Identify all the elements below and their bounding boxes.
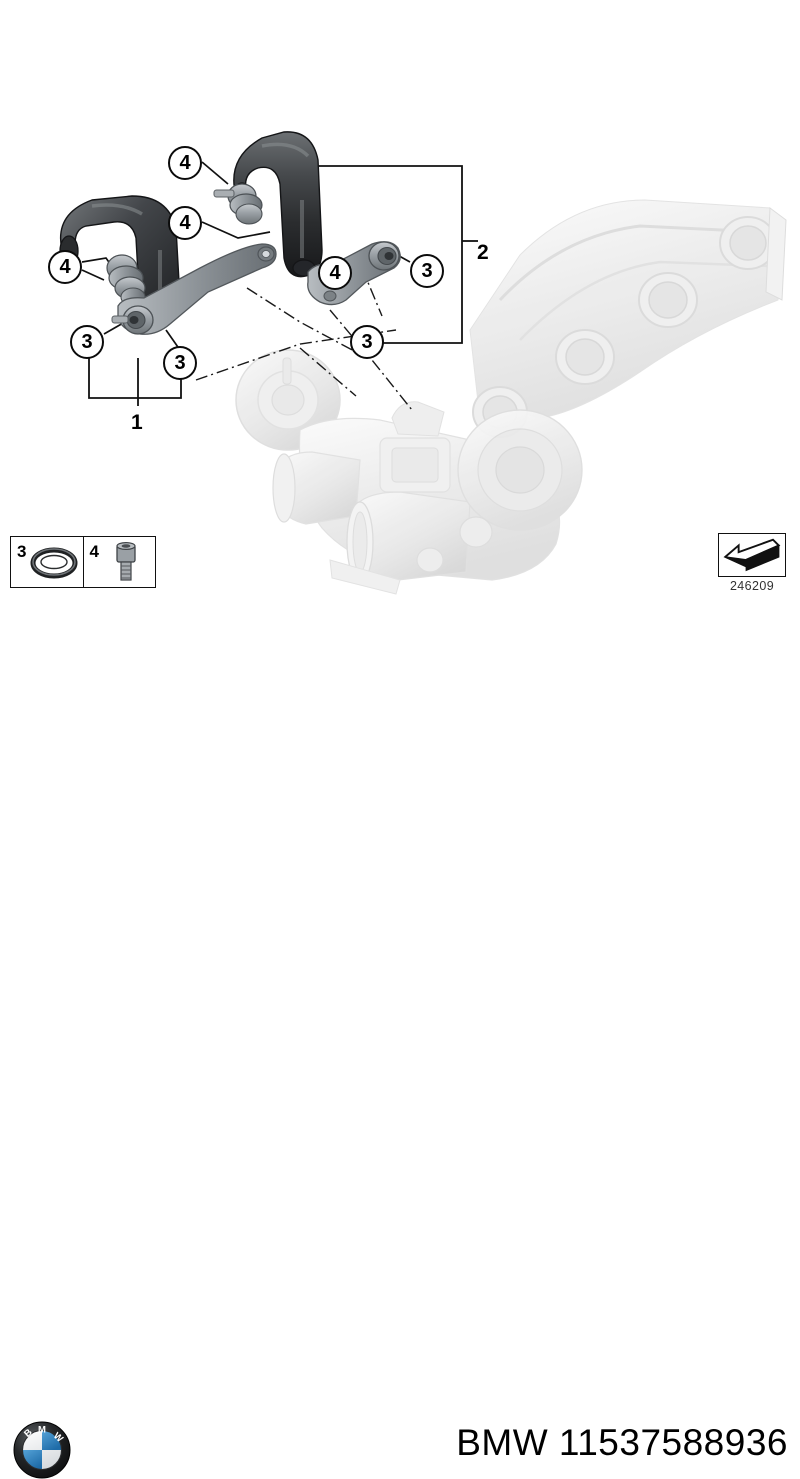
callout-3-left-bracket[interactable]: 3 (163, 346, 197, 380)
callout-4-bracket-arm[interactable]: 4 (168, 206, 202, 240)
coolant-hose-left-assembly (59, 195, 277, 335)
callout-label: 4 (59, 256, 71, 278)
callout-label: 3 (174, 352, 186, 374)
part-number-caption: BMW 11537588936 (456, 1422, 788, 1463)
callout-4-right-clamp-upper[interactable]: 4 (168, 146, 202, 180)
parts-legend: 3 4 (10, 536, 156, 588)
callout-label: 4 (329, 262, 341, 284)
callout-4-left-clamp[interactable]: 4 (48, 250, 82, 284)
page-footer: B M W BMW 11537588936 (0, 700, 800, 1479)
gasket-ring-icon (30, 547, 77, 579)
callout-label: 3 (81, 331, 93, 353)
callout-4-right-bracket[interactable]: 4 (318, 256, 352, 290)
3d-arrow-icon (723, 538, 781, 572)
group-box-item-2 (318, 165, 463, 344)
legend-item-3[interactable]: 3 (11, 537, 83, 587)
exhaust-manifold-ghost (469, 199, 787, 438)
callout-3-left-banjo[interactable]: 3 (70, 325, 104, 359)
callout-label: 4 (179, 212, 191, 234)
hose-clamp-right (213, 183, 263, 225)
turbocharger-ghost (235, 349, 583, 595)
legend-number: 4 (89, 542, 99, 561)
socket-bolt-icon (116, 541, 136, 581)
callout-label: 3 (421, 260, 433, 282)
callout-3-right-banjo[interactable]: 3 (410, 254, 444, 288)
callout-label: 4 (179, 152, 191, 174)
exploded-parts-diagram (0, 0, 800, 700)
coolant-hose-right-assembly (213, 131, 401, 306)
bracket-item-1 (88, 344, 182, 406)
label-item-2: 2 (477, 241, 489, 264)
watermark-box (718, 533, 786, 577)
callout-3-group-box[interactable]: 3 (350, 325, 384, 359)
diagram-id: 246209 (729, 579, 775, 593)
legend-item-4[interactable]: 4 (82, 537, 156, 587)
legend-number: 3 (17, 542, 27, 561)
label-item-1: 1 (131, 411, 143, 434)
callout-label: 3 (361, 331, 373, 353)
diagram-watermark: 246209 (718, 533, 786, 597)
